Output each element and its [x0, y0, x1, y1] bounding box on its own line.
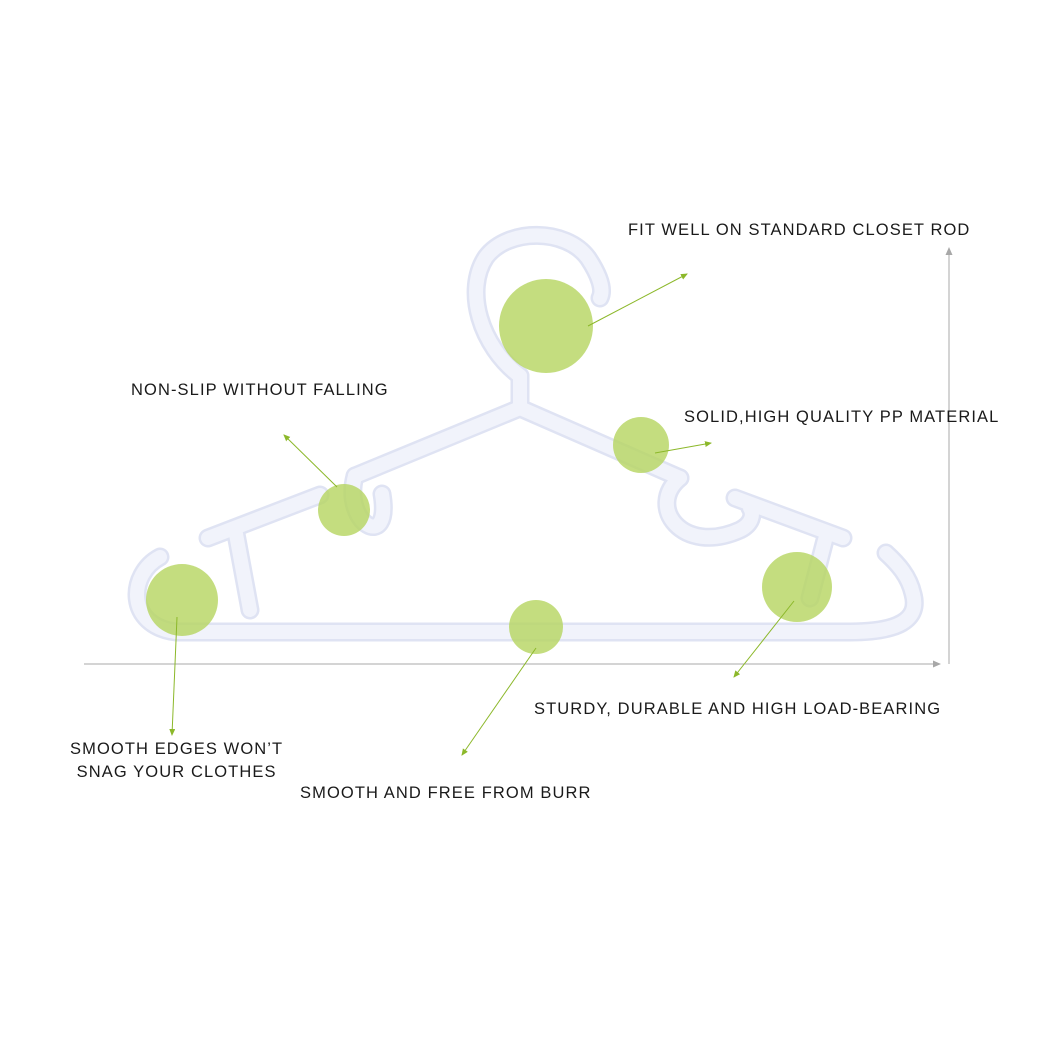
callout-non-slip: NON-SLIP WITHOUT FALLING	[131, 381, 389, 399]
leader-arrow-no-burr	[461, 647, 537, 756]
highlight-end-left	[146, 564, 218, 636]
leader-arrow-smooth-edges	[169, 616, 178, 736]
callout-pp-material: SOLID,HIGH QUALITY PP MATERIAL	[684, 408, 1000, 426]
highlight-end-right	[762, 552, 832, 622]
highlight-shoulder-right	[613, 417, 669, 473]
leader-arrow-sturdy	[733, 600, 795, 678]
callout-no-burr: SMOOTH AND FREE FROM BURR	[300, 784, 592, 802]
callout-smooth-edges: SMOOTH EDGES WON’T SNAG YOUR CLOTHES	[70, 738, 283, 784]
leader-arrow-non-slip	[283, 434, 338, 488]
callout-smooth-edges-line-2: SNAG YOUR CLOTHES	[76, 763, 277, 781]
leader-arrow-closet-rod	[587, 273, 688, 327]
highlight-hook	[499, 279, 593, 373]
callout-smooth-edges-line-1: SMOOTH EDGES WON’T	[70, 740, 284, 758]
highlight-notch-left	[318, 484, 370, 536]
callout-sturdy: STURDY, DURABLE AND HIGH LOAD-BEARING	[534, 700, 942, 718]
highlight-bar-center	[509, 600, 563, 654]
callout-closet-rod: FIT WELL ON STANDARD CLOSET ROD	[628, 221, 971, 239]
leader-arrow-pp-material	[654, 441, 712, 454]
